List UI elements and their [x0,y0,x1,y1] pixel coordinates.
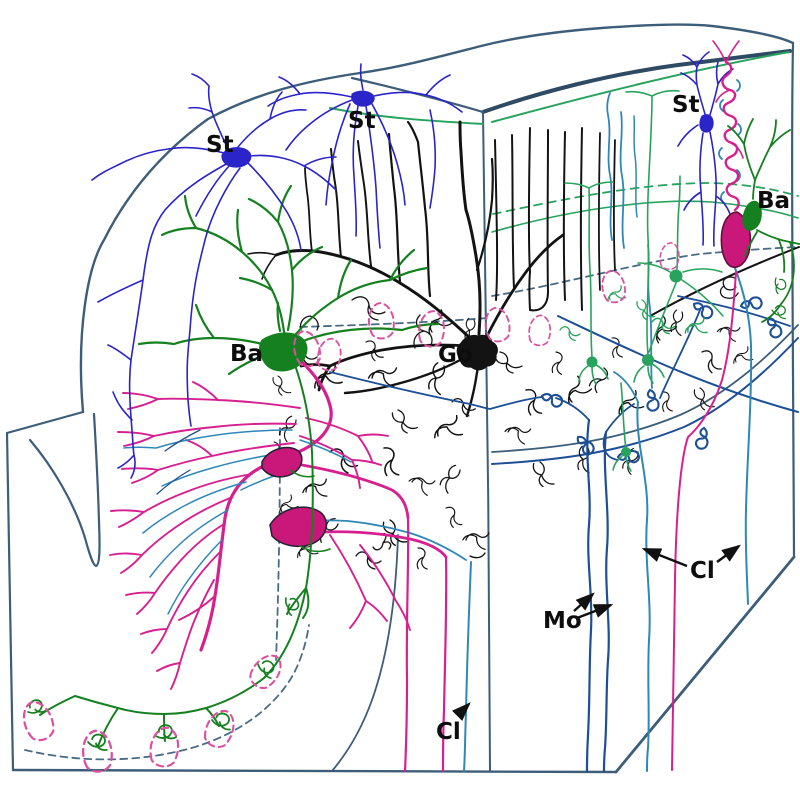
purkinje-axon-right [671,271,737,771]
left-shoulder-edge [5,410,85,435]
pial-line-right [491,51,790,123]
mo-arrow-1 [573,592,595,612]
purkinje-axon-2 [441,555,448,773]
folium-stalk-curve [331,534,399,772]
label-golgi: Go [438,342,473,368]
basket-soma-right [742,200,762,231]
stellate-cell-top [267,63,463,249]
cl-arrow-right [716,544,741,563]
front-right-corner-edge [482,111,491,772]
granular-layer-plexus [263,276,758,574]
label-basket-left: Ba [230,341,263,367]
label-stellate-right: St [672,92,700,118]
label-climbing-right: Cl [690,558,715,584]
granule-cells [559,89,724,472]
label-stellate-top: St [348,108,376,134]
annotation-arrows [452,544,741,721]
climbing-fiber-spiral [721,60,740,212]
granular-wm-boundary-2 [491,337,799,465]
mossy-fiber-2 [602,430,610,773]
stellate-soma-left [221,147,252,168]
basket-cell-right [727,118,800,323]
front-folium-arc [79,23,795,414]
bottom-edge [11,768,618,774]
label-climbing-bottom: Cl [436,719,461,745]
folium-groove [28,412,101,568]
climbing-fibers [297,79,753,772]
purkinje-layer-dashed-front [299,317,489,328]
molecular-layer-line-2 [491,200,799,233]
climbing-fiber-right [734,267,753,605]
label-mossy: Mo [543,608,582,634]
cl-arrow-bottom [452,702,471,721]
granular-wm-boundary-1 [491,324,799,453]
block-outline [5,23,796,774]
mo-arrow-2 [576,603,614,620]
stellate-soma-top [351,90,375,107]
pinceau-squiggle [719,276,739,299]
mossy-fibers [329,293,799,773]
purkinje-axon-1 [403,516,410,773]
label-basket-right: Ba [757,188,790,214]
granule-soma-3 [669,269,683,283]
left-edge [5,431,15,772]
purkinje-cell-right [671,40,752,771]
top-right-edge [481,49,792,114]
bottom-right-diagonal-edge [614,555,796,774]
label-stellate-left: St [206,132,234,158]
basket-cell-left [24,184,440,752]
climbing-fiber-mid [636,401,651,772]
molecular-layer-line [492,182,799,215]
cl-arrow-left [641,547,688,568]
stellate-soma-right [699,114,714,133]
stellate-cell-right [677,51,734,247]
purkinje-soma-front-1 [261,446,303,478]
mossy-fiber-1 [585,418,593,773]
purkinje-layer-dashed-right [491,246,799,297]
labels: St St St Ba Ba Go Mo Cl Cl [206,92,790,745]
granule-soma-1 [586,356,598,368]
granule-soma-2 [642,354,654,366]
lower-purkinje-layer-dashed [24,624,310,761]
climbing-fiber-front [463,561,472,772]
golgi-soma [456,334,498,371]
purkinje-soma-right [720,211,752,268]
granule-soma-4 [621,447,631,457]
climbing-fiber-tendrils [718,79,742,204]
stellate-cell-left [91,73,337,479]
